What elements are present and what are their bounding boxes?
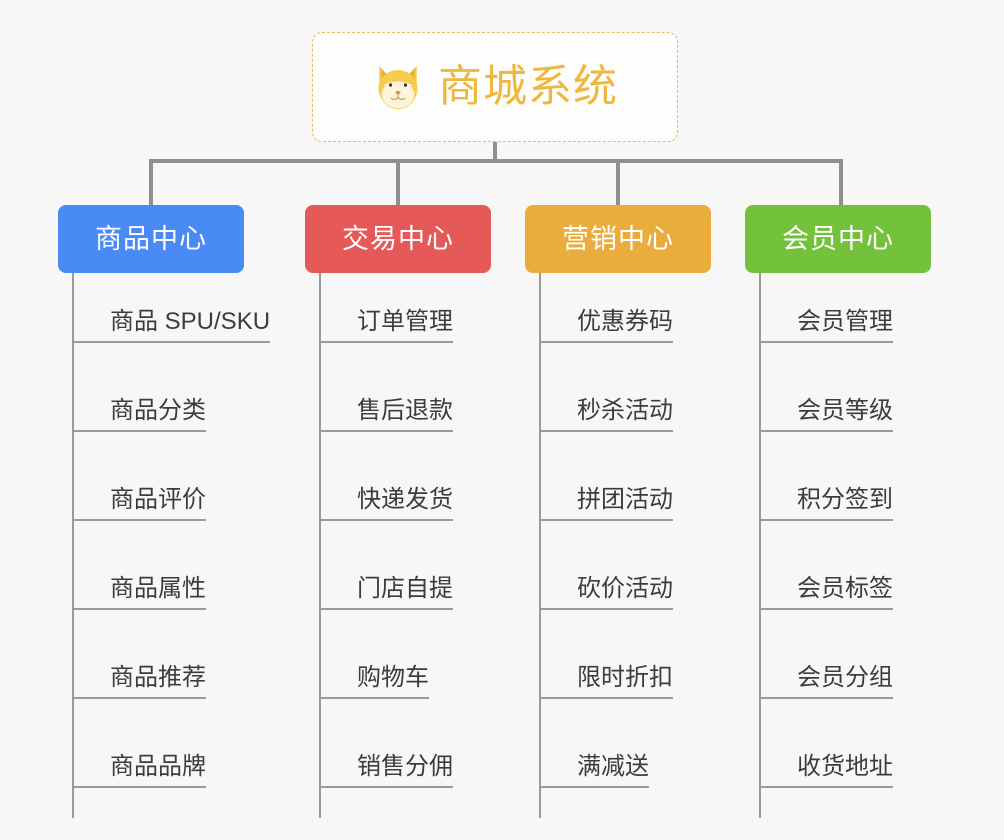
list-item-label: 销售分佣 (357, 753, 453, 780)
connector-drop-marketing-center (616, 159, 620, 205)
column-product-center: 商品中心 商品 SPU/SKU 商品分类 商品评价 商品属性 商品推荐 商品品牌 (58, 205, 271, 818)
list-item-label: 会员分组 (797, 664, 893, 691)
shiba-dog-icon (378, 65, 418, 109)
list-item[interactable]: 商品评价 (74, 486, 206, 522)
list-item-label: 商品品牌 (110, 753, 206, 780)
list-item-label: 优惠券码 (577, 308, 673, 335)
column-marketing-center: 营销中心 优惠券码 秒杀活动 拼团活动 砍价活动 限时折扣 满减送 (525, 205, 711, 818)
list-item-label: 商品评价 (110, 486, 206, 513)
list-item[interactable]: 销售分佣 (321, 753, 453, 789)
list-item[interactable]: 商品推荐 (74, 664, 206, 700)
category-box-marketing-center[interactable]: 营销中心 (525, 205, 711, 273)
list-item[interactable]: 会员管理 (761, 308, 893, 344)
list-item[interactable]: 优惠券码 (541, 308, 673, 344)
list-item-label: 砍价活动 (577, 575, 673, 602)
branch-spine-product-center: 商品 SPU/SKU 商品分类 商品评价 商品属性 商品推荐 商品品牌 (72, 273, 271, 818)
list-item[interactable]: 会员等级 (761, 397, 893, 433)
list-item[interactable]: 拼团活动 (541, 486, 673, 522)
category-box-trade-center[interactable]: 交易中心 (305, 205, 491, 273)
list-item-label: 商品 SPU/SKU (110, 308, 271, 335)
column-trade-center: 交易中心 订单管理 售后退款 快递发货 门店自提 购物车 销售分佣 (305, 205, 491, 818)
list-item[interactable]: 购物车 (321, 664, 429, 700)
connector-drop-member-center (839, 159, 843, 205)
category-label-trade-center: 交易中心 (342, 223, 454, 254)
list-item-label: 快递发货 (357, 486, 453, 513)
connector-root-stem (493, 142, 497, 162)
branch-spine-member-center: 会员管理 会员等级 积分签到 会员标签 会员分组 收货地址 (759, 273, 931, 818)
connector-drop-trade-center (396, 159, 400, 205)
list-item[interactable]: 订单管理 (321, 308, 453, 344)
list-item-label: 门店自提 (357, 575, 453, 602)
list-item[interactable]: 积分签到 (761, 486, 893, 522)
list-item[interactable]: 满减送 (541, 753, 649, 789)
list-item-label: 购物车 (357, 664, 429, 691)
list-item[interactable]: 售后退款 (321, 397, 453, 433)
list-item-label: 会员管理 (797, 308, 893, 335)
list-item-label: 会员等级 (797, 397, 893, 424)
list-item-label: 满减送 (577, 753, 649, 780)
list-item[interactable]: 门店自提 (321, 575, 453, 611)
list-item-label: 限时折扣 (577, 664, 673, 691)
list-item[interactable]: 收货地址 (761, 753, 893, 789)
category-label-product-center: 商品中心 (95, 223, 207, 254)
list-item[interactable]: 砍价活动 (541, 575, 673, 611)
category-label-member-center: 会员中心 (782, 223, 894, 254)
list-item-label: 商品属性 (110, 575, 206, 602)
list-item-label: 拼团活动 (577, 486, 673, 513)
root-title: 商城系统 (438, 62, 618, 111)
connector-horizontal-bus (149, 159, 843, 163)
list-item[interactable]: 快递发货 (321, 486, 453, 522)
list-item[interactable]: 商品分类 (74, 397, 206, 433)
list-item[interactable]: 会员标签 (761, 575, 893, 611)
connector-drop-product-center (149, 159, 153, 205)
list-item[interactable]: 秒杀活动 (541, 397, 673, 433)
list-item[interactable]: 限时折扣 (541, 664, 673, 700)
list-item-label: 秒杀活动 (577, 397, 673, 424)
branch-spine-marketing-center: 优惠券码 秒杀活动 拼团活动 砍价活动 限时折扣 满减送 (539, 273, 711, 818)
list-item-label: 会员标签 (797, 575, 893, 602)
column-member-center: 会员中心 会员管理 会员等级 积分签到 会员标签 会员分组 收货地址 (745, 205, 931, 818)
list-item[interactable]: 会员分组 (761, 664, 893, 700)
list-item-label: 商品分类 (110, 397, 206, 424)
list-item-label: 商品推荐 (110, 664, 206, 691)
list-item[interactable]: 商品 SPU/SKU (74, 308, 271, 344)
list-item-label: 售后退款 (357, 397, 453, 424)
list-item[interactable]: 商品品牌 (74, 753, 206, 789)
category-box-product-center[interactable]: 商品中心 (58, 205, 244, 273)
list-item-label: 收货地址 (797, 753, 893, 780)
list-item-label: 积分签到 (797, 486, 893, 513)
branch-spine-trade-center: 订单管理 售后退款 快递发货 门店自提 购物车 销售分佣 (319, 273, 491, 818)
category-label-marketing-center: 营销中心 (562, 223, 674, 254)
root-node[interactable]: 商城系统 (312, 32, 678, 142)
category-box-member-center[interactable]: 会员中心 (745, 205, 931, 273)
list-item[interactable]: 商品属性 (74, 575, 206, 611)
list-item-label: 订单管理 (357, 308, 453, 335)
